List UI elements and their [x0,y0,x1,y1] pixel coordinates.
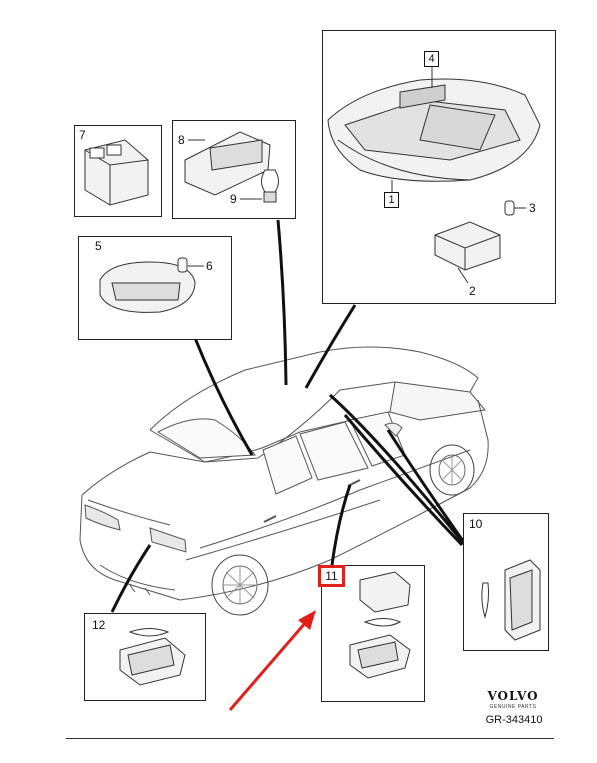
logo-word: VOLVO [487,689,539,703]
callout-8: 8 [178,133,185,147]
callout-1: 1 [384,192,399,208]
bottom-rule [66,738,554,739]
callout-7: 7 [79,128,86,142]
leader-lines [110,219,470,613]
callout-9: 9 [230,192,237,206]
diagram-reference: GR-343410 [485,714,543,726]
callout-5: 5 [95,239,102,253]
car-illustration [79,346,489,616]
inset-box-1-4 [322,30,556,304]
inset-box-7 [74,125,162,217]
highlight-arrow [228,610,316,711]
callout-10: 10 [469,517,483,531]
inset-box-10 [463,513,549,651]
callout-4: 4 [424,51,439,67]
callout-2: 2 [469,284,476,298]
callout-6: 6 [206,259,213,273]
callout-12: 12 [92,618,106,632]
logo-subtext: GENUINE PARTS [489,704,537,710]
callout-3: 3 [529,201,536,215]
callout-11-highlighted: 11 [318,565,345,587]
volvo-logo: VOLVO GENUINE PARTS [478,689,548,710]
